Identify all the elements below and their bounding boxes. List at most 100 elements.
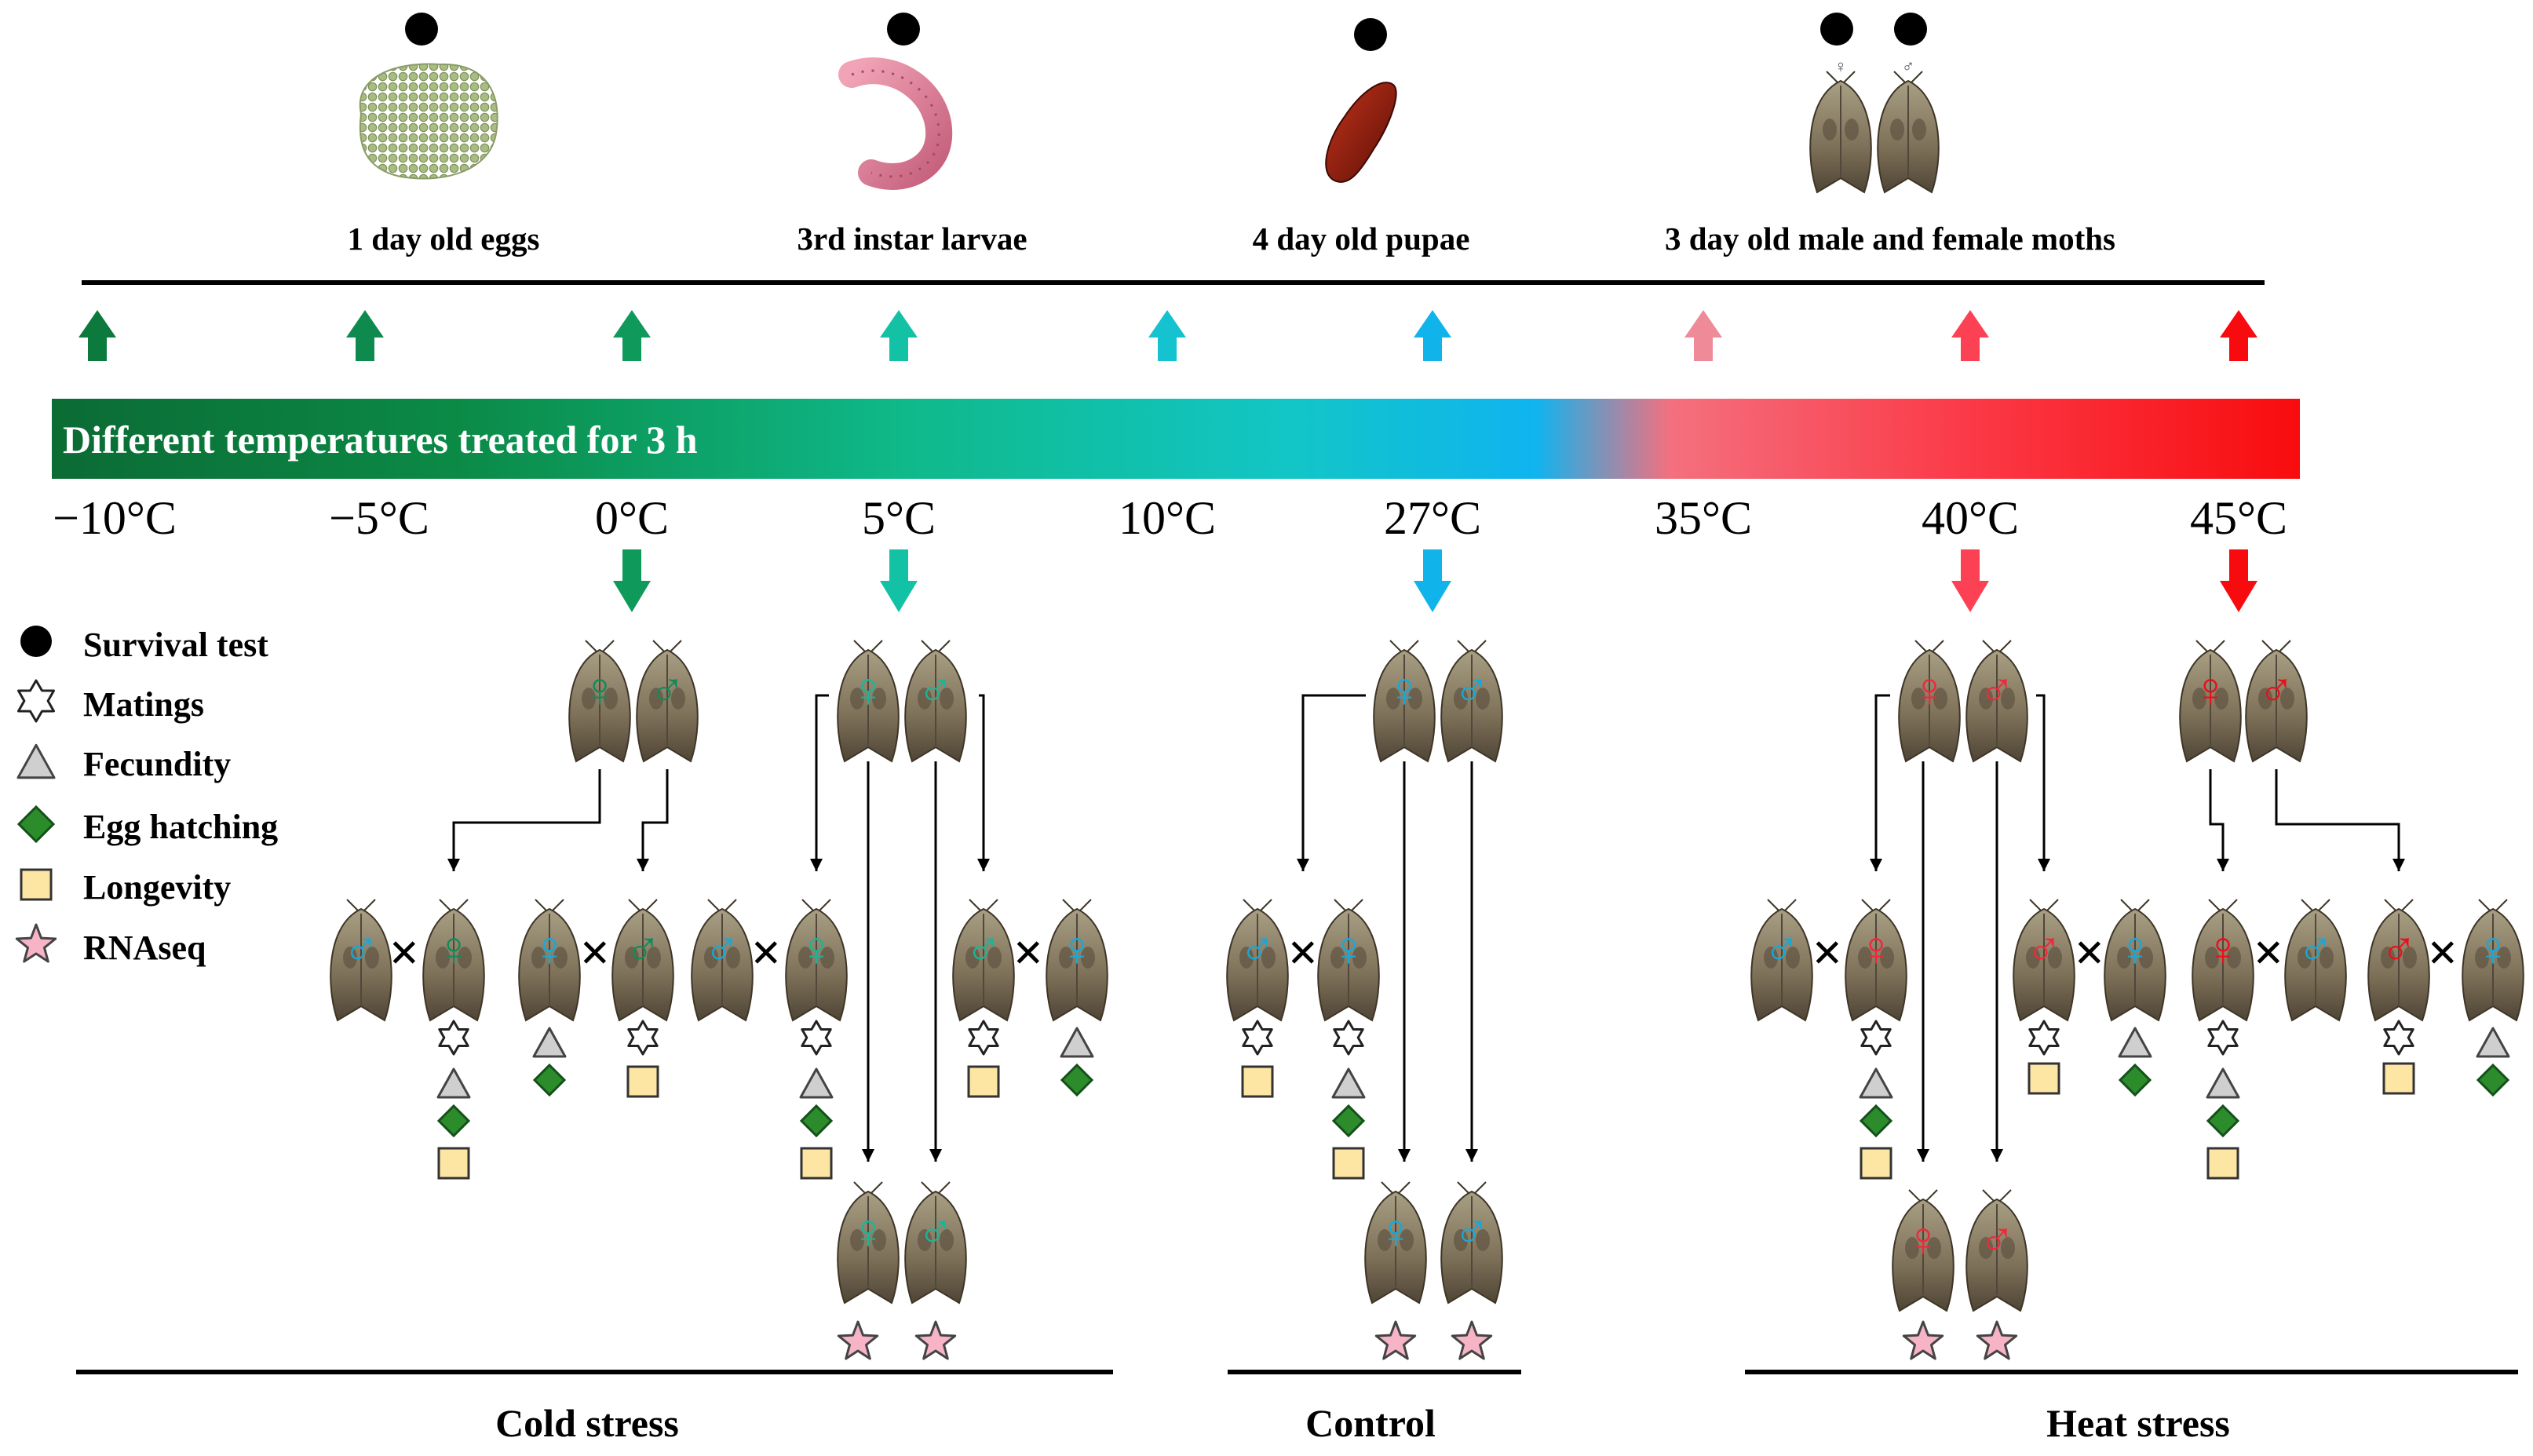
heat40-control-male-sex-symbol: ♂: [1764, 923, 1801, 976]
temp-label-8: 45°C: [2190, 492, 2287, 544]
longevity-square-icon: [1241, 1065, 1274, 1098]
control-male-sex-symbol: ♂: [1454, 664, 1491, 717]
control-line-rna-female-head: [1398, 1149, 1411, 1162]
heat40-treated-female-wing-spot: [1911, 688, 1925, 710]
control-cross-male-wing-spot: [1261, 947, 1276, 969]
cold0-treated-female-cross-wing-spot: [436, 947, 450, 969]
legend-hatching-label: Egg hatching: [83, 808, 278, 846]
control-cross-female-sex-symbol: ♀: [1330, 923, 1367, 976]
fecundity-triangle-icon: [2206, 1067, 2240, 1099]
control-male-antennae: [1457, 640, 1487, 652]
heat40-treated-male-cross-antennae: [2029, 899, 2059, 911]
cold5-line-right-head: [977, 859, 990, 871]
cold5-line-right: [979, 694, 985, 871]
heat40-line-right-head: [2038, 859, 2050, 871]
down-arrow-27c: [1414, 549, 1451, 612]
cold0-control-female-sex-symbol: ♀: [531, 923, 568, 976]
temp-label-0: −10°C: [53, 492, 177, 544]
heat40-treated-female-cross-wing-spot: [1880, 947, 1894, 969]
heat45-treated-male-cross-sex-symbol: ♂: [2381, 923, 2418, 976]
stage-label-moths: 3 day old male and female moths: [1665, 221, 2115, 257]
cross-symbol: ×: [580, 922, 611, 982]
rnaseq-star-icon: [837, 1320, 879, 1360]
cold0-control-female-antennae: [535, 899, 564, 911]
cold0-treated-female-wing-spot: [604, 688, 618, 710]
group-label-control: Control: [1305, 1401, 1436, 1445]
longevity-square-icon: [800, 1147, 833, 1180]
fecundity-triangle-icon: [799, 1067, 834, 1099]
heat40-treated-male-wing-spot: [2001, 688, 2015, 710]
temp-label-1: −5°C: [329, 492, 429, 544]
control-rnaseq-female-wing-spot: [1400, 1229, 1414, 1251]
up-arrow-5: [1414, 310, 1451, 361]
longevity-square-icon: [967, 1065, 1000, 1098]
cold5-control-male-wing-spot: [704, 947, 718, 969]
control-rnaseq-male-antennae: [1457, 1181, 1487, 1194]
up-arrow-7: [1951, 310, 1989, 361]
control-cross-female-wing-spot: [1330, 947, 1345, 969]
heat45-line-male-head: [2392, 859, 2405, 871]
heat45-treated-female-wing-spot: [2214, 688, 2228, 710]
heat40-line-rna-male-head: [1991, 1149, 2003, 1162]
heat40-line-left-head: [1870, 859, 1882, 871]
survival-dot-male-moths: [1894, 13, 1927, 46]
cold0-treated-female-cross-wing-spot: [458, 947, 472, 969]
cold5-treated-female-cross-wing-spot: [820, 947, 834, 969]
group-label-heat: Heat stress: [2046, 1401, 2230, 1445]
survival-dot-eggs: [405, 13, 438, 46]
cross-symbol: ×: [2254, 922, 2284, 982]
bar-label: Different temperatures treated for 3 h: [63, 418, 698, 462]
stage-label-larvae: 3rd instar larvae: [797, 221, 1027, 257]
cold0-control-male-wing-spot: [365, 947, 379, 969]
up-arrow-4: [1148, 310, 1186, 361]
cold0-treated-male-wing-spot: [649, 688, 663, 710]
cross-symbol: ×: [1812, 922, 1843, 982]
stage-label-eggs: 1 day old eggs: [348, 221, 540, 257]
cold0-treated-male-cross-wing-spot: [625, 947, 639, 969]
pupa-image: [1325, 82, 1397, 183]
fecundity-triangle-icon: [436, 1067, 471, 1099]
up-arrow-3: [880, 310, 918, 361]
cold5-rnaseq-female-wing-spot: [850, 1229, 864, 1251]
heat40-treated-female-cross-sex-symbol: ♀: [1858, 923, 1895, 976]
egg-hatching-diamond-icon: [1331, 1104, 1366, 1138]
cross-symbol: ×: [1013, 922, 1044, 982]
cold5-line-left: [815, 694, 829, 871]
heat40-treated-female-antennae: [1914, 640, 1944, 652]
cold5-line-rna-female-head: [862, 1149, 874, 1162]
heat45-treated-female-sex-symbol: ♀: [2192, 664, 2229, 717]
cold0-treated-female-cross-sex-symbol: ♀: [436, 923, 473, 976]
cold5-treated-female-cross-wing-spot: [798, 947, 812, 969]
egg-hatching-diamond-icon: [1060, 1063, 1094, 1097]
longevity-square-icon: [2027, 1062, 2060, 1095]
cold0-treated-male-antennae: [652, 640, 682, 652]
cold0-control-female-wing-spot: [553, 947, 568, 969]
survival-dot-pupae: [1354, 18, 1387, 51]
heat40-line-rna-female-head: [1917, 1149, 1929, 1162]
heat40-treated-male-sex-symbol: ♂: [1979, 664, 2016, 717]
heat40-control-female-sex-symbol: ♀: [2117, 923, 2154, 976]
control-line-rna-male-head: [1465, 1149, 1478, 1162]
cold5-treated-male-sex-symbol: ♂: [918, 664, 954, 717]
heat45-control-female-wing-spot: [2475, 947, 2489, 969]
cold5-treated-female-sex-symbol: ♀: [850, 664, 887, 717]
heat40-control-female-antennae: [2120, 899, 2150, 911]
heat40-treated-female-wing-spot: [1933, 688, 1947, 710]
cold0-treated-female-antennae: [585, 640, 615, 652]
cold5-treated-male-wing-spot: [918, 688, 932, 710]
matings-star-icon: [1860, 1020, 1892, 1056]
legend-fecundity-triangle-icon: [16, 743, 56, 779]
survival-dot-female-moths: [1820, 13, 1853, 46]
heat40-line-right: [2036, 694, 2046, 871]
header-male-moth-wing-spot: [1890, 119, 1904, 140]
cross-symbol: ×: [389, 922, 420, 982]
cold5-treated-female-cross-sex-symbol: ♀: [798, 923, 835, 976]
heat45-control-female-wing-spot: [2497, 947, 2511, 969]
up-arrow-8: [2220, 310, 2257, 361]
cold0-treated-female-sex-symbol: ♀: [582, 664, 619, 717]
cold5-rnaseq-female-wing-spot: [872, 1229, 886, 1251]
longevity-square-icon: [2382, 1062, 2415, 1095]
matings-star-icon: [2028, 1020, 2060, 1056]
heat40-line-left: [1874, 694, 1890, 871]
